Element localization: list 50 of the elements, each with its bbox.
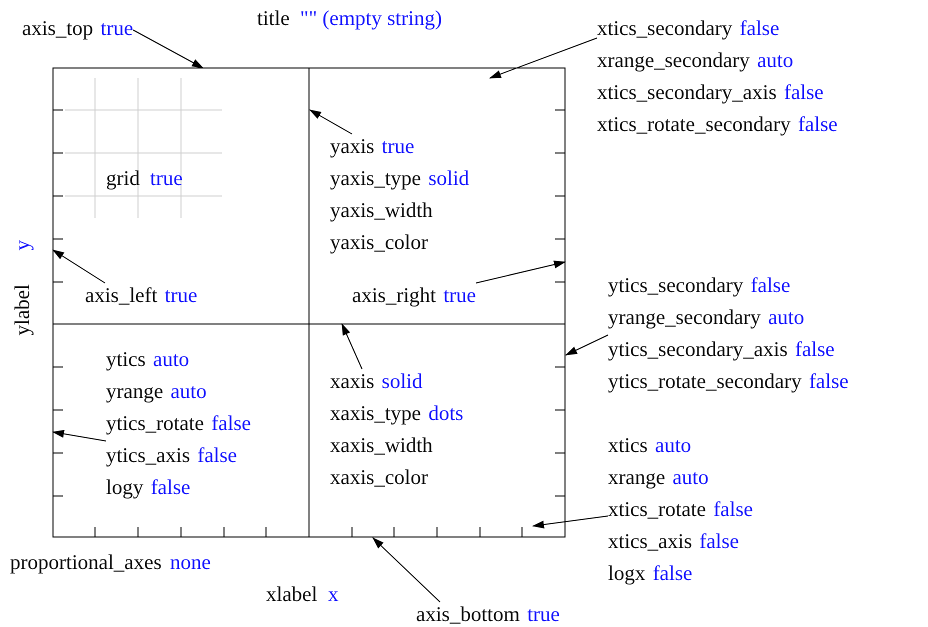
parameter-label: ytics auto: [106, 347, 190, 371]
parameter-label: logx false: [608, 561, 692, 585]
parameter-label: grid: [106, 166, 140, 190]
parameter-label: axis_bottom true: [416, 602, 560, 626]
axis-label: y: [12, 240, 32, 250]
leader-arrow: [532, 516, 608, 528]
leader-arrow: [132, 30, 204, 68]
leader-arrow: [309, 110, 352, 134]
parameter-label: ytics_axis false: [106, 443, 237, 467]
parameter-label: xtics_secondary false: [597, 16, 780, 40]
parameter-label: logy false: [106, 475, 190, 499]
parameter-label: xtics_secondary_axis false: [597, 80, 824, 104]
parameter-label: xtics auto: [608, 433, 692, 457]
axis-label: ylabel: [12, 284, 32, 336]
parameter-label: yaxis_type solid: [330, 166, 470, 190]
parameter-label: xrange_secondary auto: [597, 48, 794, 72]
parameter-label: xaxis solid: [330, 369, 423, 393]
parameter-label: "" (empty string): [300, 6, 442, 30]
parameter-label: xlabel: [266, 582, 318, 606]
parameter-label: ytics_rotate false: [106, 411, 251, 435]
leader-arrow: [476, 260, 566, 284]
parameter-label: xtics_rotate_secondary false: [597, 112, 838, 136]
leader-arrow: [52, 249, 106, 284]
parameter-label: xaxis_color: [330, 465, 428, 489]
parameter-label: xrange auto: [608, 465, 709, 489]
parameter-label: none: [170, 550, 211, 574]
parameter-label: ytics_secondary_axis false: [608, 337, 835, 361]
parameter-label: true: [150, 166, 183, 190]
parameter-label: proportional_axes: [10, 550, 162, 574]
parameter-label: xtics_axis false: [608, 529, 739, 553]
parameter-label: yaxis_width: [330, 198, 433, 222]
parameter-label: yaxis_color: [330, 230, 428, 254]
parameter-label: axis_right true: [352, 283, 476, 307]
parameter-label: ytics_secondary false: [608, 273, 790, 297]
parameter-label: axis_left true: [85, 283, 198, 307]
parameter-label: xaxis_width: [330, 433, 433, 457]
leader-arrow: [565, 334, 608, 356]
parameter-label: axis_top true: [22, 16, 134, 40]
parameter-label: xtics_rotate false: [608, 497, 753, 521]
leader-arrow: [52, 430, 106, 442]
leader-arrow: [342, 323, 362, 370]
parameter-label: x: [328, 582, 338, 606]
parameter-label: yrange_secondary auto: [608, 305, 804, 329]
parameter-label: title: [257, 6, 290, 30]
leader-arrow: [489, 38, 598, 78]
parameter-label: ytics_rotate_secondary false: [608, 369, 849, 393]
parameter-label: yrange auto: [106, 379, 207, 403]
parameter-label: xaxis_type dots: [330, 401, 464, 425]
parameter-label: yaxis true: [330, 134, 414, 158]
leader-arrow: [372, 537, 440, 602]
